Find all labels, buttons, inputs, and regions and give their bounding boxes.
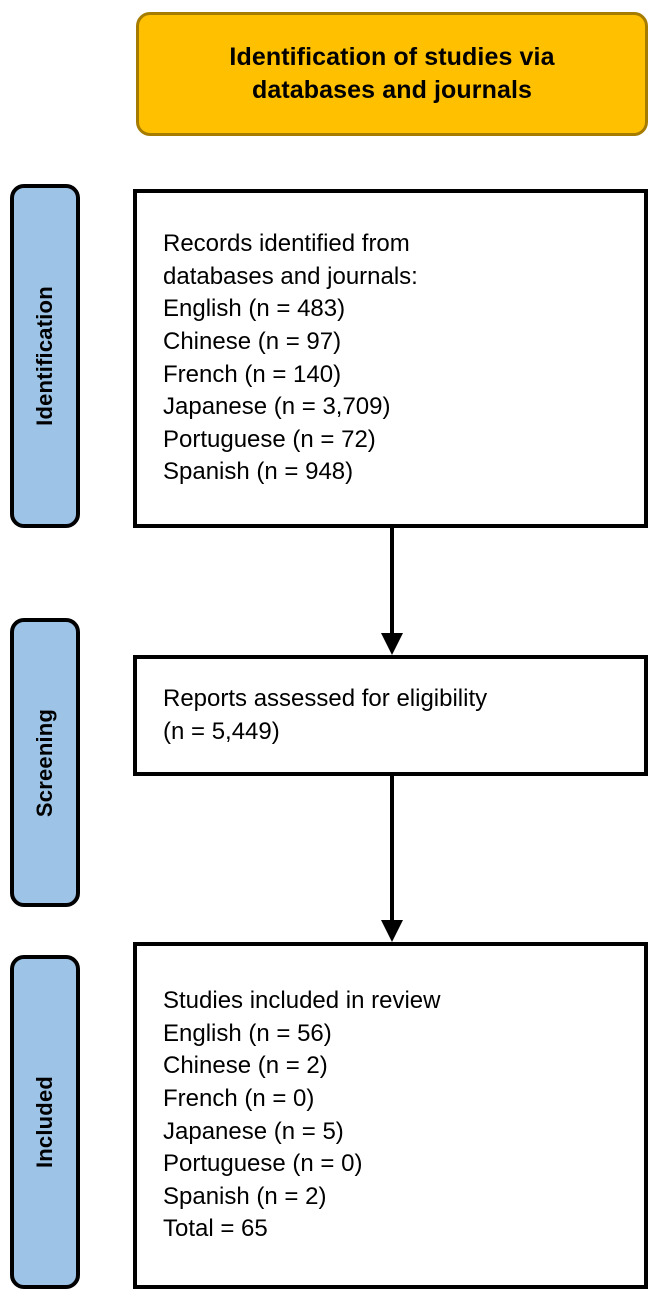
box-line: Studies included in review xyxy=(163,987,441,1014)
box-line: English (n = 56) xyxy=(163,1019,332,1047)
stage-tab-screening-label: Screening xyxy=(32,708,58,817)
arrow-head-icon xyxy=(381,633,403,655)
stage-tab-included-label: Included xyxy=(32,1075,57,1169)
diagram-header-banner: Identification of studies via databases … xyxy=(136,12,648,136)
stage-tab-identification-label: Identification xyxy=(32,286,58,426)
box-studies-included: Studies included in review English (n = … xyxy=(133,942,648,1289)
box-reports-assessed: Reports assessed for eligibility (n = 5,… xyxy=(133,655,648,776)
stage-tab-included: Included xyxy=(10,955,80,1289)
box-line: (n = 5,449) xyxy=(163,717,280,745)
box-records-identified: Records identified from databases and jo… xyxy=(133,189,648,528)
box-line: Chinese (n = 2) xyxy=(163,1052,328,1080)
box-line: Spanish (n = 2) xyxy=(163,1182,327,1210)
box-line: Portuguese (n = 0) xyxy=(163,1150,363,1178)
arrow-identification-to-screening xyxy=(381,528,403,655)
arrow-head-icon xyxy=(381,920,403,942)
stage-tab-identification: Identification xyxy=(10,184,80,528)
box-line: Portuguese (n = 72) xyxy=(163,425,376,453)
arrow-shaft xyxy=(390,776,394,920)
diagram-header-title: Identification of studies via databases … xyxy=(229,43,555,104)
box-line: English (n = 483) xyxy=(163,295,346,323)
arrow-shaft xyxy=(390,528,394,633)
box-line: French (n = 140) xyxy=(163,360,342,388)
box-line: Japanese (n = 5) xyxy=(163,1117,344,1145)
box-studies-included-lines: Studies included in review English (n = … xyxy=(137,985,644,1246)
box-line: Records identified from xyxy=(163,230,410,257)
box-line: Spanish (n = 948) xyxy=(163,458,354,486)
stage-tab-screening: Screening xyxy=(10,618,80,907)
box-line: Total = 65 xyxy=(163,1215,268,1243)
box-line: databases and journals: xyxy=(163,262,418,290)
box-reports-assessed-lines: Reports assessed for eligibility (n = 5,… xyxy=(137,683,644,748)
box-line: French (n = 0) xyxy=(163,1084,315,1112)
arrow-screening-to-included xyxy=(381,776,403,942)
box-records-identified-lines: Records identified from databases and jo… xyxy=(137,228,644,489)
box-line: Chinese (n = 97) xyxy=(163,327,342,355)
box-line: Japanese (n = 3,709) xyxy=(163,393,391,421)
box-line: Reports assessed for eligibility xyxy=(163,684,488,712)
